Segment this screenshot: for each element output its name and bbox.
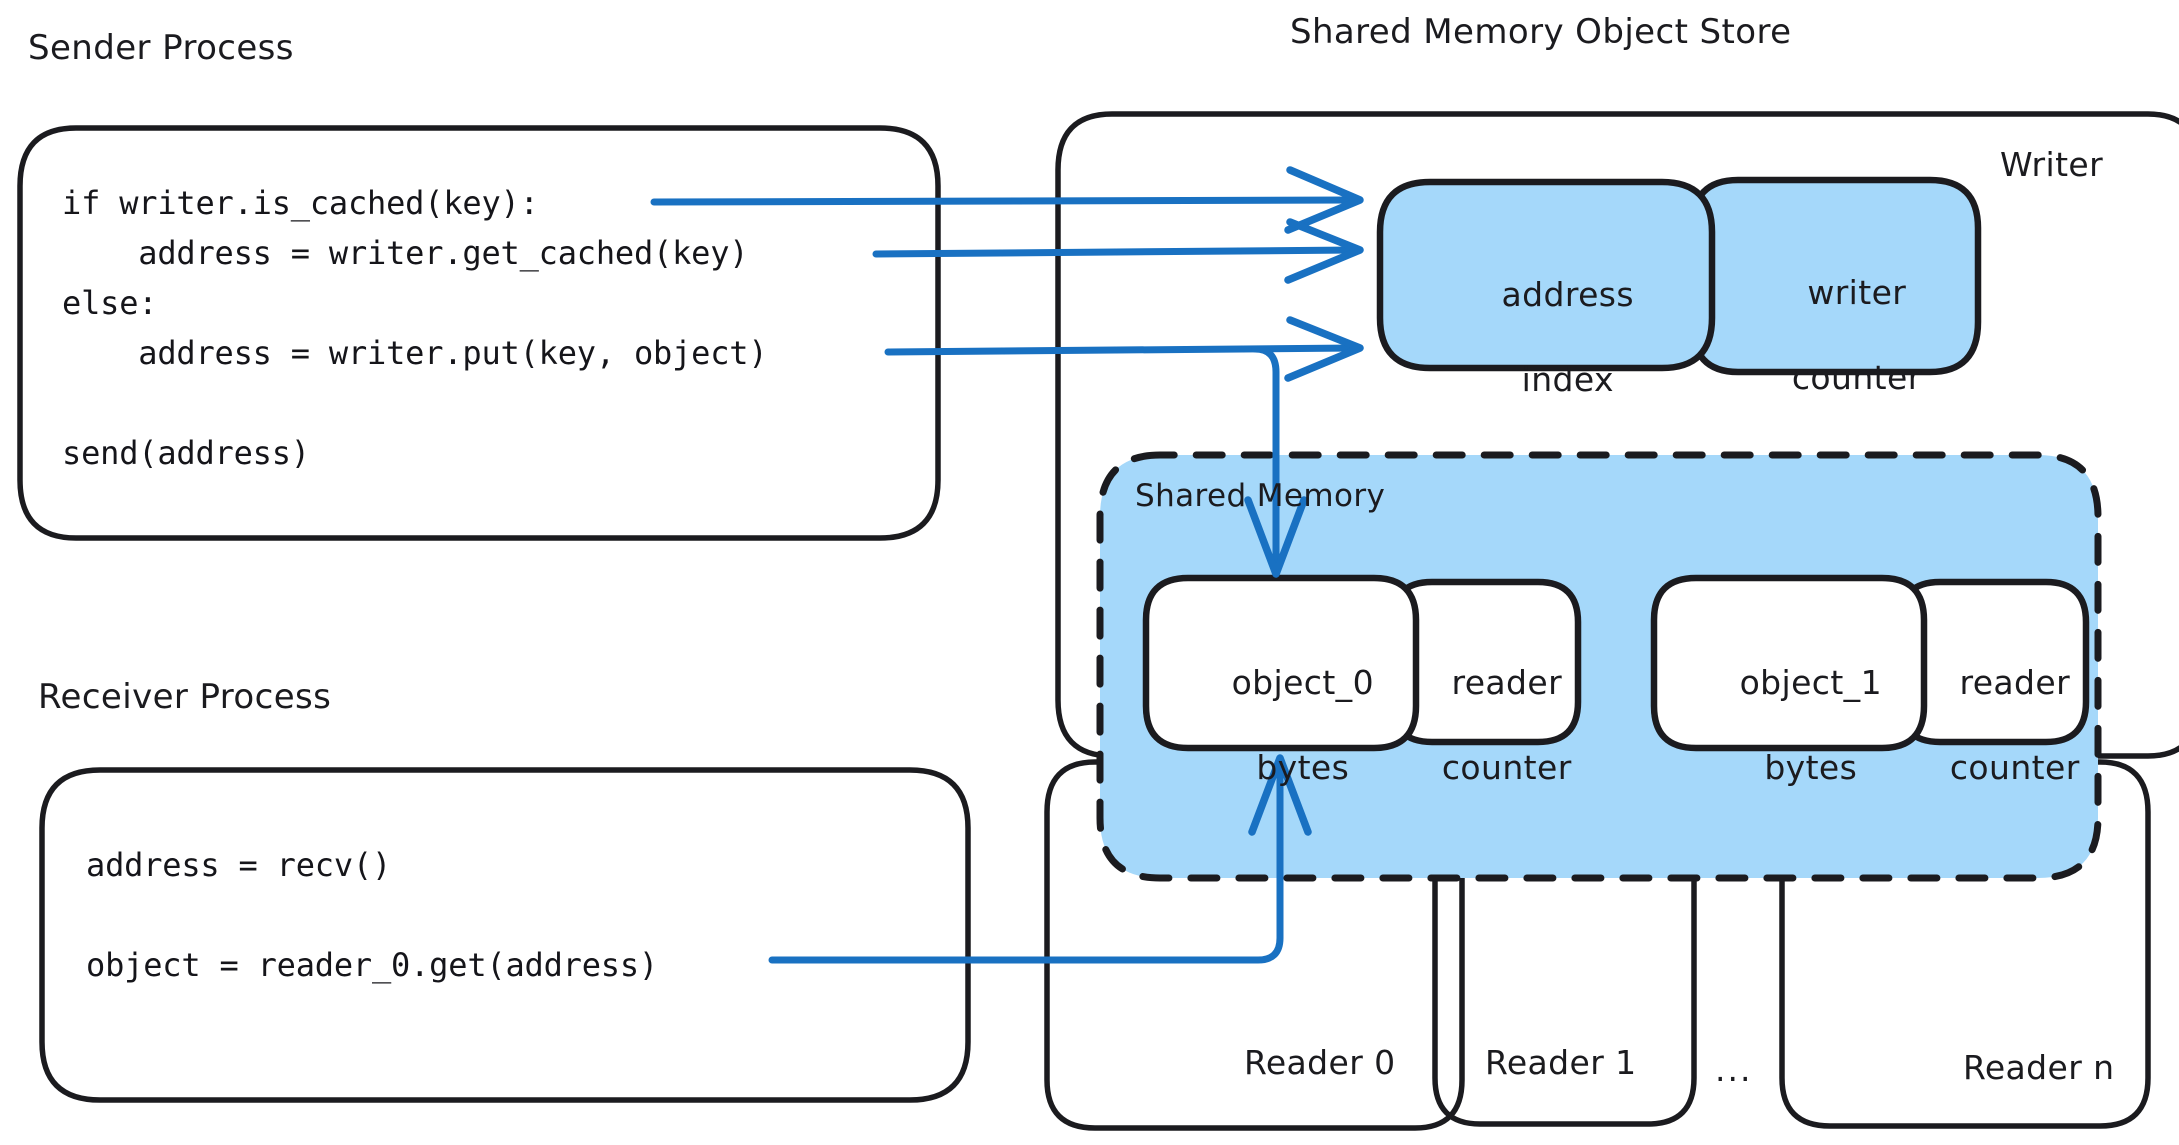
readers-ellipsis-label: ... <box>1715 1050 1753 1089</box>
address-index-box <box>1376 178 1716 372</box>
shared-memory-region <box>1096 451 2102 882</box>
address-index-line1: address <box>1501 275 1634 315</box>
reader-counter-1-line2: counter <box>1949 747 2080 787</box>
sender-process-box <box>17 125 941 541</box>
sender-code-line-0: if writer.is_cached(key): <box>62 184 539 222</box>
arrow-is-cached <box>650 166 1364 234</box>
reader-counter-0-label: reader counter <box>1384 620 1586 831</box>
object-1-line2: bytes <box>1764 747 1858 787</box>
writer-counter-line1: writer <box>1807 273 1907 313</box>
sender-process-title: Sender Process <box>28 28 294 68</box>
sender-code-line-2: else: <box>62 284 158 322</box>
writer-counter-label: writer counter <box>1692 230 1978 441</box>
receiver-code-line-0: address = recv() <box>86 846 392 884</box>
object-store-title: Shared Memory Object Store <box>1290 12 1792 52</box>
address-index-label: address index <box>1380 232 1712 443</box>
reader-n-label: Reader n <box>1963 1048 2115 1087</box>
writer-label: Writer <box>2000 145 2104 184</box>
object-1-line1: object_1 <box>1739 663 1882 703</box>
reader-counter-1-label: reader counter <box>1892 620 2094 831</box>
reader-1-label: Reader 1 <box>1485 1043 1637 1082</box>
writer-container-box <box>1055 111 2179 759</box>
receiver-process-title: Receiver Process <box>38 677 332 717</box>
object-1-bytes-label: object_1 bytes <box>1654 620 1924 831</box>
receiver-process-box <box>39 767 971 1103</box>
sender-code-line-5: send(address) <box>62 434 310 472</box>
object-0-line1: object_0 <box>1231 663 1374 703</box>
reader-counter-0-line1: reader <box>1451 663 1563 703</box>
writer-counter-line2: counter <box>1791 357 1922 397</box>
object-0-line2: bytes <box>1256 747 1350 787</box>
sender-code-line-3: address = writer.put(key, object) <box>62 334 768 372</box>
reader-counter-1-line1: reader <box>1959 663 2071 703</box>
reader-counter-0-line2: counter <box>1441 747 1572 787</box>
receiver-code-line-2: object = reader_0.get(address) <box>86 946 658 984</box>
address-index-line2: index <box>1521 359 1614 399</box>
object-0-bytes-box <box>1142 574 1420 752</box>
arrow-get-cached <box>872 218 1364 284</box>
reader-0-label: Reader 0 <box>1244 1043 1396 1082</box>
object-0-bytes-label: object_0 bytes <box>1146 620 1416 831</box>
arrow-put <box>884 316 1364 578</box>
shared-memory-label: Shared Memory <box>1135 478 1386 514</box>
sender-code-line-1: address = writer.get_cached(key) <box>62 234 749 272</box>
object-1-bytes-box <box>1650 574 1928 752</box>
arrow-reader-get <box>768 754 1312 964</box>
